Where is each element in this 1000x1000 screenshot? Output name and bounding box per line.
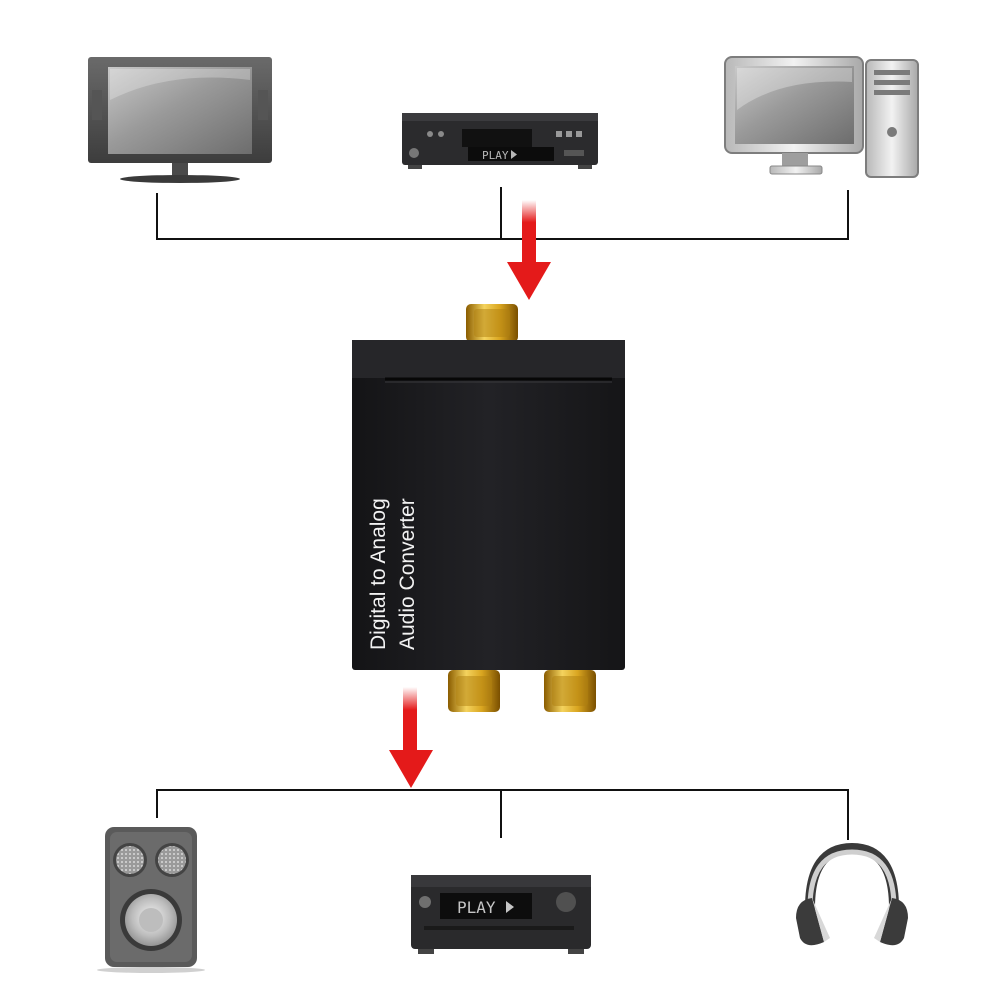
analog-output-jack-right [544,670,596,712]
av-receiver-icon: PLAY [411,875,591,954]
output-arrow [389,687,433,788]
desktop-computer-icon [724,56,919,178]
receiver-display-text: PLAY [457,898,496,917]
input-arrow [507,200,551,300]
speaker-icon [97,827,205,973]
dvd-player-icon: PLAY [402,113,598,169]
input-source-lines [156,187,849,240]
converter-label-line1: Digital to Analog [367,498,390,650]
analog-output-jack-left [448,670,500,712]
converter-label-line2: Audio Converter [396,498,419,650]
dvd-display-text: PLAY [482,149,509,162]
headphones-icon [796,842,908,946]
output-device-lines [156,789,849,840]
dac-converter: Digital to Analog Audio Converter [352,304,625,712]
digital-input-jack [466,304,518,342]
converter-label: Digital to Analog Audio Converter [367,498,419,650]
tv-icon [88,57,272,183]
